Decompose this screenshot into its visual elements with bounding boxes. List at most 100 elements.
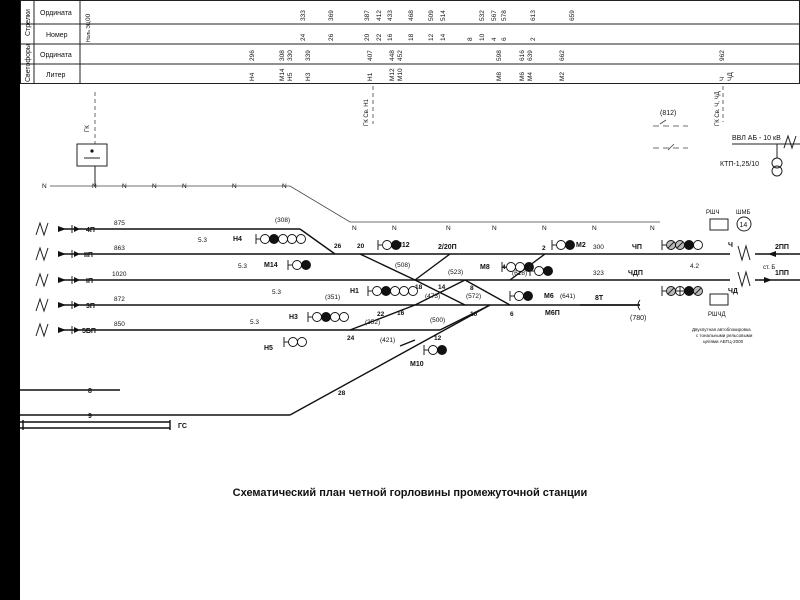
switch-10: 10 — [470, 311, 478, 318]
track-length-3p: 872 — [114, 296, 125, 303]
signal-lamp — [321, 312, 331, 322]
switch-ordinate-value: 567 — [491, 10, 498, 21]
feeder-n-mark: N — [492, 225, 497, 232]
group-label-signals: Светофоры — [25, 44, 32, 82]
track-name-gs: ГС — [178, 423, 187, 430]
switch-ordinate-value: 613 — [530, 10, 537, 21]
distance-3: 5.3 — [272, 289, 281, 296]
row-label-switch-number: Номер — [46, 32, 68, 39]
transformer-label: КТП-1,25/10 — [720, 161, 759, 168]
switch-18: 18 — [415, 284, 423, 291]
signal-letter-value: Н4 — [249, 72, 256, 81]
switch-ordinate-value: 412 — [376, 10, 383, 21]
distance-300: 300 — [593, 244, 604, 251]
signal-lamp — [296, 234, 306, 244]
switch-number-value: 10 — [479, 33, 486, 41]
distance-5: 4.2 — [690, 263, 699, 270]
switch-number-value: 24 — [300, 33, 307, 41]
signal-н3: Н3 — [289, 312, 349, 322]
signal-lamp — [514, 291, 524, 301]
switch-ordinate-value: 387 — [364, 10, 371, 21]
group-label-switches: Стрелки — [25, 9, 32, 36]
transformer-top — [771, 157, 783, 169]
switch-number-value: 4 — [491, 37, 498, 41]
power-source-dot — [90, 149, 94, 153]
signal-н1: Н1 — [350, 286, 418, 296]
feeder-n-mark: N — [592, 225, 597, 232]
signal-lamp — [565, 240, 575, 250]
track-length-5bp: 850 — [114, 321, 125, 328]
vertical-label-gk-2: ГК Св. Н1 — [364, 98, 370, 126]
signal-lamp — [312, 312, 322, 322]
switch-8: 8 — [470, 285, 474, 292]
power-source-box — [76, 143, 108, 167]
signal-label: Н5 — [264, 345, 273, 352]
ordinate-header-table: Стрелки Светофоры Ордината Номер Ординат… — [20, 0, 800, 84]
paren-421: (421) — [380, 337, 395, 344]
paren-500: (500) — [430, 317, 445, 324]
signal-label: М6 — [544, 293, 554, 300]
signal-label: Н3 — [289, 314, 298, 321]
shmb-circle — [736, 216, 752, 232]
signal-м4: М4 — [529, 266, 553, 276]
ab-note-2: с тональными рельсовыми — [696, 333, 753, 338]
signal-ordinate-value: 598 — [496, 50, 503, 61]
signal-letter-value: ЧД — [727, 72, 734, 81]
signal-label: М14 — [264, 262, 278, 269]
switch-26: 26 — [334, 243, 342, 250]
signal-lamp — [297, 337, 307, 347]
feeder-n-mark: N — [446, 225, 451, 232]
feeder-n-mark: N — [122, 183, 127, 190]
signal-м12: М12 — [377, 240, 410, 250]
signal-ч: Ч — [661, 240, 733, 250]
signal-lamp — [269, 234, 279, 244]
signal-м2: М2 — [551, 240, 586, 250]
signal-letter-value: М12 — [389, 68, 396, 81]
signal-letter-value: М8 — [496, 72, 503, 81]
section-chdp: ЧДП — [628, 270, 643, 277]
section-2pp: 2ПП — [775, 244, 789, 251]
track-length-1p: 1020 — [112, 271, 127, 278]
transformer-bottom — [771, 165, 783, 177]
rshch-label: РШЧ — [706, 210, 720, 216]
signal-ordinate-value: 448 — [389, 50, 396, 61]
signal-label: М10 — [410, 361, 424, 368]
track-end-marker — [35, 297, 80, 313]
section-8t: 8Т — [595, 295, 604, 302]
left-black-bar — [0, 0, 20, 600]
signal-lamp — [556, 240, 566, 250]
paren-351: (351) — [325, 294, 340, 301]
signal-lamp — [524, 262, 534, 272]
signal-lamp — [506, 262, 516, 272]
rshch-box — [709, 218, 729, 231]
distance-323: 323 — [593, 270, 604, 277]
shmb-number: 14 — [740, 222, 748, 229]
switch-number-value: 6 — [501, 37, 508, 41]
signal-lamp — [382, 240, 392, 250]
switch-number-value: 20 — [364, 33, 371, 41]
signal-ordinate-value: 962 — [719, 50, 726, 61]
switch-28: 28 — [338, 390, 346, 397]
track-end-marker — [35, 322, 80, 338]
power-line-label: ВВЛ АБ - 10 кВ — [732, 135, 781, 142]
track-name-1p: IП — [86, 278, 93, 285]
signal-м6: М6 — [509, 291, 554, 301]
switch-ordinate-value: 532 — [479, 10, 486, 21]
switch-ordinate-value: 333 — [300, 10, 307, 21]
signal-lamp — [301, 260, 311, 270]
signal-lamp — [339, 312, 349, 322]
paren-618: (618) — [512, 270, 527, 277]
signal-lamp — [260, 234, 270, 244]
paren-572: (572) — [466, 293, 481, 300]
switch-number-value: 2 — [530, 37, 537, 41]
switch-number-value: 12 — [428, 33, 435, 41]
ab-note-1: Двухпутная автоблокировка — [692, 327, 751, 332]
switch-number-value: 14 — [440, 33, 447, 41]
track-name-4p: 4П — [86, 227, 95, 234]
track-name-8: 8 — [88, 388, 92, 395]
feeder-n-mark: N — [182, 183, 187, 190]
vertical-label-gk-1: ГК — [85, 125, 91, 132]
signal-ordinate-value: 616 — [519, 50, 526, 61]
signal-lamp — [543, 266, 553, 276]
